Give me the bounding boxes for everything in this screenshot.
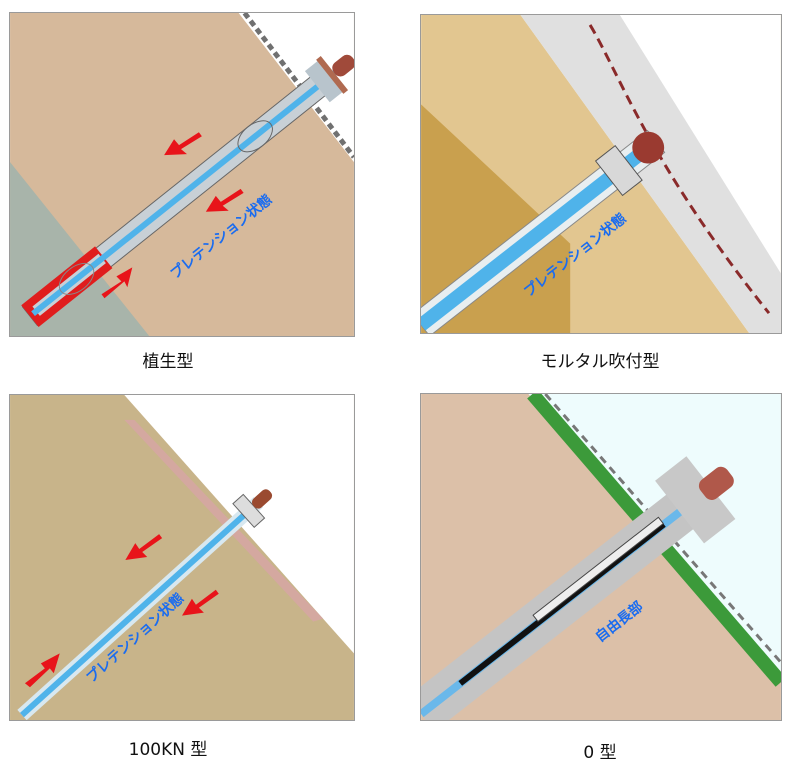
arrows xyxy=(24,534,219,688)
arrow-icon xyxy=(24,653,60,688)
bearing-plate xyxy=(304,60,344,103)
arrows xyxy=(101,132,244,299)
rock-layer xyxy=(421,104,571,333)
panel-100kn-type: プレテンション状態 xyxy=(9,394,355,721)
ground-anchor xyxy=(421,129,666,333)
panel-mortar-spray-type: プレテンション状態 xyxy=(420,14,782,334)
caption-mortar-spray-type: モルタル吹付型 xyxy=(540,352,660,372)
spacer xyxy=(58,262,95,295)
anchor-head xyxy=(632,131,665,164)
wire-net xyxy=(544,394,781,664)
caption-vegetation-type: 植生型 xyxy=(142,352,194,372)
caption-zero-type: 0 型 xyxy=(583,743,617,763)
anchor-head xyxy=(332,54,354,77)
sky-area xyxy=(238,13,354,163)
panel-vegetation-type: プレテンション状態 xyxy=(9,12,355,337)
vegetation-type-diagram: プレテンション状態 xyxy=(10,13,354,336)
zero-type-diagram: 自由長部 xyxy=(421,394,781,720)
ground-anchor xyxy=(421,456,736,720)
ground-anchor xyxy=(17,489,273,720)
arrow-icon xyxy=(182,589,219,616)
anchor-head xyxy=(698,466,734,500)
mortar-layer xyxy=(520,15,781,333)
mortar-spray-type-diagram: プレテンション状態 xyxy=(421,15,781,333)
arrow-icon xyxy=(101,267,133,299)
surface-plate xyxy=(124,419,324,622)
arrow-icon xyxy=(164,132,202,156)
free-length-sheath xyxy=(458,521,666,686)
arrow-icon xyxy=(125,534,163,560)
tendon xyxy=(31,63,346,316)
spacer xyxy=(237,120,273,153)
arrow-icon xyxy=(205,188,244,212)
anchor-head xyxy=(251,489,273,509)
wire-net xyxy=(242,13,354,159)
panel-zero-type: 自由長部 xyxy=(420,393,782,721)
tendon xyxy=(19,500,261,718)
ground-anchor xyxy=(21,54,354,327)
tendon xyxy=(421,136,661,331)
caption-100kn-type: 100KN 型 xyxy=(128,740,208,760)
100kn-type-diagram: プレテンション状態 xyxy=(10,395,354,720)
